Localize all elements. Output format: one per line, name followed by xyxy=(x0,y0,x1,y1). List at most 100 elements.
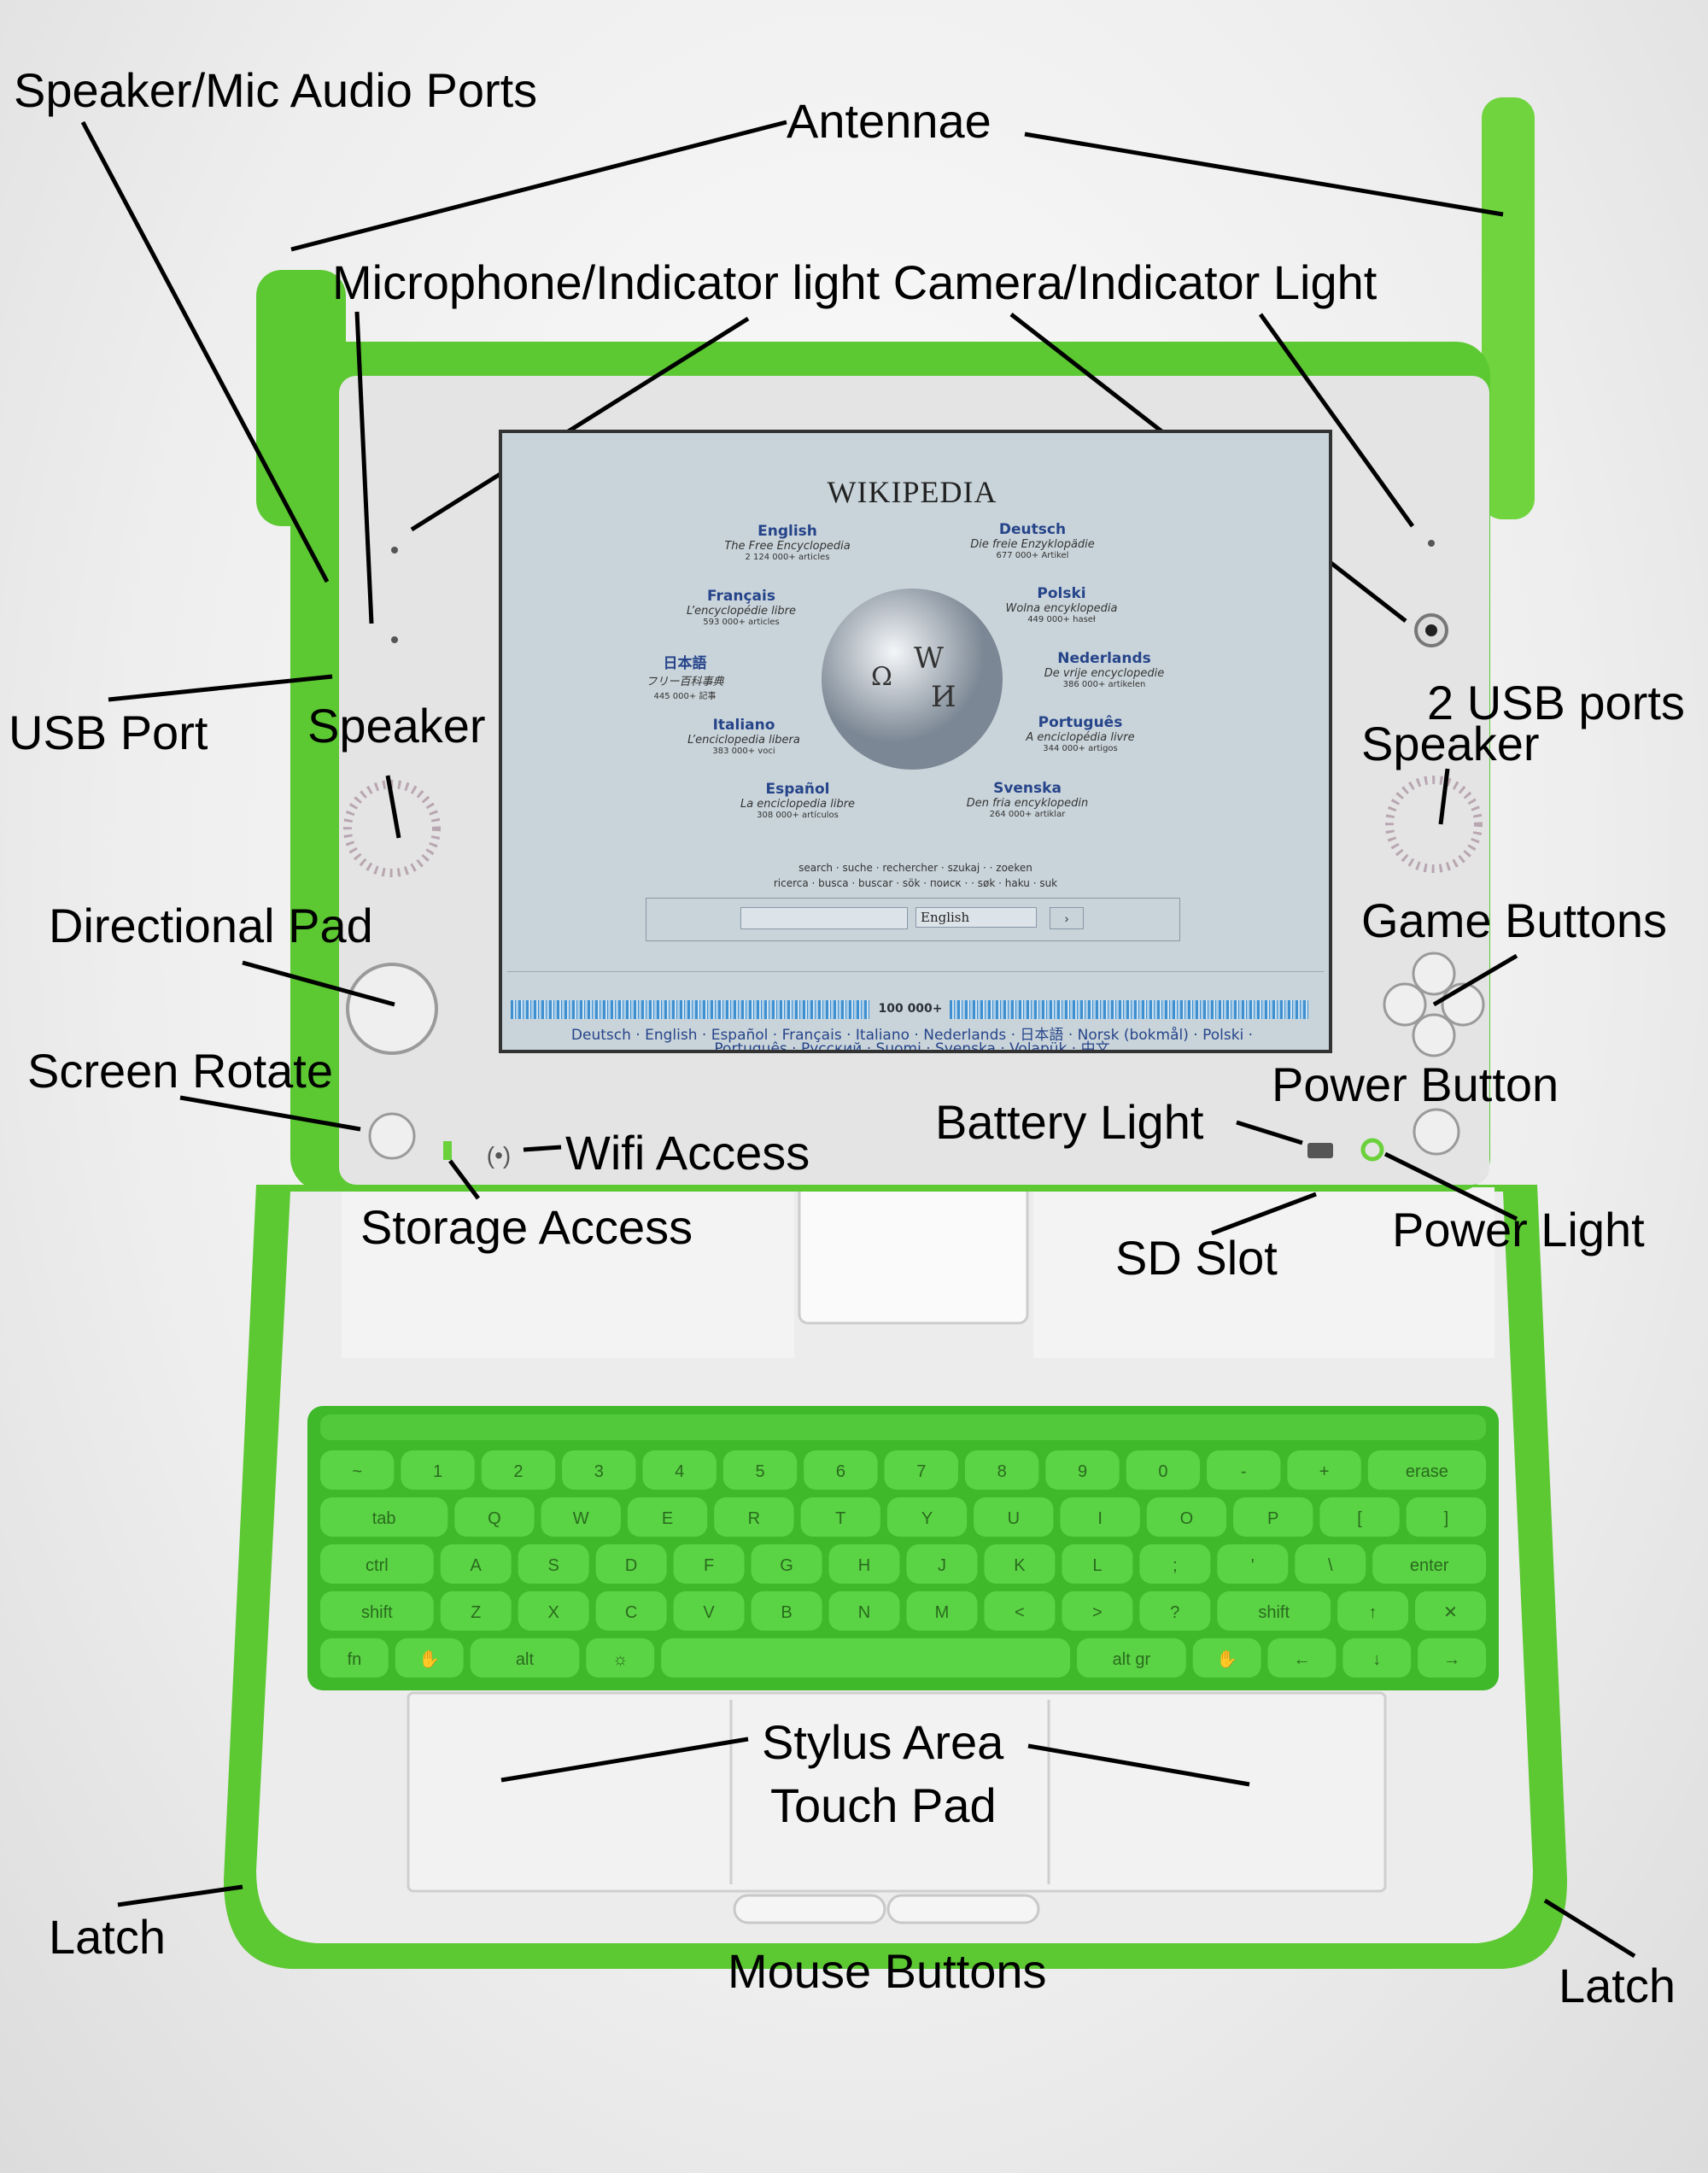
keyboard-key[interactable]: J xyxy=(906,1544,978,1584)
battery-light-icon xyxy=(1307,1143,1333,1158)
language-name: English xyxy=(757,523,817,540)
keyboard-key[interactable]: < xyxy=(984,1591,1056,1631)
key-label: shift xyxy=(361,1603,393,1622)
keyboard-key[interactable]: N xyxy=(828,1591,900,1631)
keyboard-key[interactable]: U xyxy=(974,1497,1054,1537)
key-label: ? xyxy=(1170,1603,1179,1622)
keyboard-key[interactable]: ← xyxy=(1267,1638,1337,1678)
keyboard-key[interactable]: 6 xyxy=(804,1450,878,1490)
keyboard-key[interactable]: D xyxy=(595,1544,667,1584)
keyboard-key[interactable]: R xyxy=(714,1497,794,1537)
touchpad-area[interactable] xyxy=(407,1691,1387,1893)
left-mouse-button[interactable] xyxy=(733,1894,886,1924)
keyboard-key[interactable]: ☼ xyxy=(586,1638,655,1678)
key-label: A xyxy=(471,1556,483,1575)
keyboard-key[interactable]: shift xyxy=(320,1591,434,1631)
language-select[interactable]: English xyxy=(915,907,1037,928)
keyboard-key[interactable] xyxy=(661,1638,1071,1678)
keyboard-key[interactable]: O xyxy=(1146,1497,1227,1537)
keyboard-key[interactable]: S xyxy=(518,1544,589,1584)
keyboard-key[interactable]: W xyxy=(541,1497,621,1537)
keyboard-key[interactable]: fn xyxy=(320,1638,389,1678)
key-label: Z xyxy=(471,1603,481,1622)
keyboard-key[interactable]: 3 xyxy=(562,1450,636,1490)
keyboard-key[interactable]: alt xyxy=(470,1638,580,1678)
search-input[interactable] xyxy=(740,907,908,929)
keyboard-key[interactable]: A xyxy=(440,1544,512,1584)
keyboard-key[interactable]: H xyxy=(828,1544,900,1584)
keyboard-key[interactable]: ctrl xyxy=(320,1544,434,1584)
keyboard-key[interactable]: M xyxy=(906,1591,978,1631)
keyboard-key[interactable]: B xyxy=(751,1591,822,1631)
keyboard-key[interactable]: [ xyxy=(1319,1497,1400,1537)
footer-languages-2[interactable]: Português · Русский · Suomi · Svenska · … xyxy=(714,1040,1110,1053)
keyboard-key[interactable]: > xyxy=(1062,1591,1133,1631)
keyboard-key[interactable]: 8 xyxy=(964,1450,1039,1490)
keyboard-key[interactable]: tab xyxy=(320,1497,448,1537)
keyboard-key[interactable]: 2 xyxy=(481,1450,556,1490)
keyboard-key[interactable]: - xyxy=(1207,1450,1281,1490)
keyboard-key[interactable]: + xyxy=(1287,1450,1361,1490)
key-label: F xyxy=(704,1556,714,1575)
keyboard-key[interactable]: 1 xyxy=(401,1450,475,1490)
keyboard-key[interactable]: erase xyxy=(1367,1450,1486,1490)
keyboard-key[interactable]: enter xyxy=(1372,1544,1486,1584)
power-button[interactable] xyxy=(1413,1108,1460,1156)
keyboard-key[interactable]: L xyxy=(1062,1544,1133,1584)
keyboard-key[interactable]: ? xyxy=(1139,1591,1211,1631)
keyboard-key[interactable]: E xyxy=(627,1497,708,1537)
keyboard-key[interactable]: K xyxy=(984,1544,1056,1584)
keyboard-key[interactable]: F xyxy=(673,1544,745,1584)
keyboard-key[interactable]: Q xyxy=(454,1497,535,1537)
keyboard-key[interactable]: Z xyxy=(440,1591,512,1631)
keyboard-key[interactable]: T xyxy=(800,1497,880,1537)
function-key-row[interactable] xyxy=(320,1414,1486,1440)
keyboard-key[interactable]: ; xyxy=(1139,1544,1211,1584)
keyboard-key[interactable]: 9 xyxy=(1045,1450,1120,1490)
keyboard-key[interactable]: ✋ xyxy=(1192,1638,1261,1678)
keyboard-key[interactable]: alt gr xyxy=(1077,1638,1186,1678)
key-label: - xyxy=(1241,1462,1247,1481)
keyboard-key[interactable]: → xyxy=(1418,1638,1486,1678)
directional-pad[interactable] xyxy=(346,963,438,1055)
go-button[interactable]: › xyxy=(1050,907,1084,929)
keyboard-key[interactable]: shift xyxy=(1217,1591,1331,1631)
key-label: \ xyxy=(1328,1556,1333,1575)
keyboard-key[interactable]: I xyxy=(1060,1497,1140,1537)
keyboard-key[interactable]: ' xyxy=(1217,1544,1289,1584)
keyboard-key[interactable]: V xyxy=(673,1591,745,1631)
screen-rotate-button[interactable] xyxy=(368,1112,416,1160)
keyboard-key[interactable]: Y xyxy=(886,1497,968,1537)
key-label: I xyxy=(1097,1509,1103,1528)
keyboard-key[interactable]: X xyxy=(518,1591,589,1631)
keyboard-key[interactable]: P xyxy=(1233,1497,1313,1537)
keyboard-key[interactable]: ~ xyxy=(320,1450,395,1490)
game-buttons[interactable] xyxy=(1383,952,1485,1057)
keyboard-key[interactable]: 5 xyxy=(722,1450,798,1490)
keyboard-key[interactable]: 7 xyxy=(884,1450,958,1490)
keyboard-key[interactable]: 0 xyxy=(1126,1450,1201,1490)
keyboard-key[interactable]: \ xyxy=(1295,1544,1366,1584)
keyboard-key[interactable]: ↑ xyxy=(1337,1591,1409,1631)
right-mouse-button[interactable] xyxy=(886,1894,1040,1924)
keyboard-key[interactable]: ] xyxy=(1406,1497,1486,1537)
label-storage-access: Storage Access xyxy=(360,1200,693,1254)
keyboard-key[interactable]: G xyxy=(751,1544,822,1584)
keyboard-key[interactable]: 4 xyxy=(642,1450,717,1490)
keyboard-key[interactable]: ✕ xyxy=(1415,1591,1486,1631)
keyboard-key[interactable]: C xyxy=(595,1591,667,1631)
keyboard-key[interactable]: ✋ xyxy=(395,1638,464,1678)
keyboard-key[interactable]: ↓ xyxy=(1342,1638,1412,1678)
footer-languages-1[interactable]: Deutsch · English · Español · Français ·… xyxy=(570,1027,1254,1044)
label-speaker-left: Speaker xyxy=(307,699,486,753)
